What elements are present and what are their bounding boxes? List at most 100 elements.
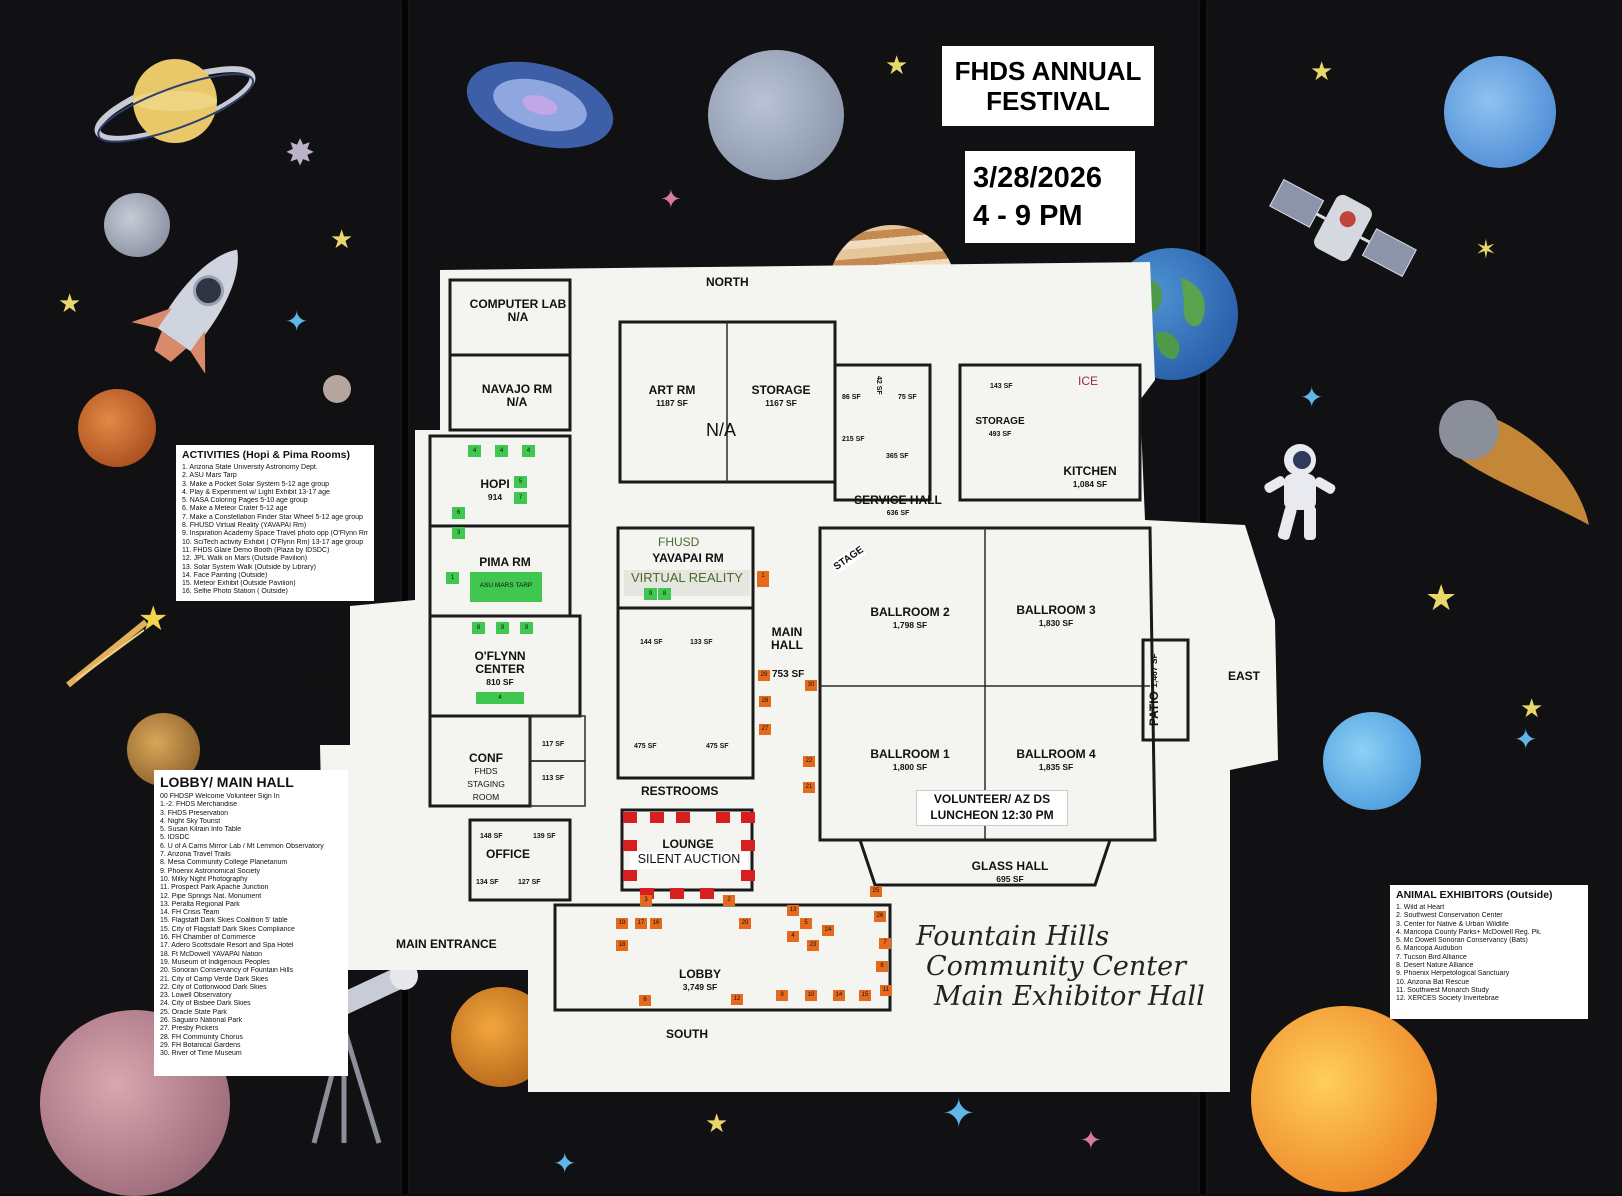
saturn-icon xyxy=(90,46,260,156)
booth-tag: 11 xyxy=(880,985,892,996)
list-item: 4. Night Sky Tourist xyxy=(160,817,221,825)
list-item: 9. Phoenix Astronomical Society xyxy=(160,867,260,875)
booth-tag: 19 xyxy=(616,918,628,929)
booth-tag: 4 xyxy=(787,931,799,942)
booth-tag: 13 xyxy=(787,905,799,916)
list-item: 22. City of Cottonwood Dark Skies xyxy=(160,983,267,991)
list-item: 4. Play & Experiment w/ Light Exhibit 13… xyxy=(182,488,330,496)
auction-tag xyxy=(650,812,664,823)
activity-tag: 7 xyxy=(514,492,527,504)
booth-tag: 6 xyxy=(639,995,651,1006)
uranus-icon xyxy=(1323,712,1421,810)
star-icon: ✦ xyxy=(942,1092,976,1136)
list-item: 9. Inspiration Academy Space Travel phot… xyxy=(182,530,368,538)
list-item: 9. Phoenix Herpetological Sanctuary xyxy=(1396,970,1510,978)
auction-tag xyxy=(741,870,755,881)
mercury-icon xyxy=(104,193,170,257)
booth-tag: 2 xyxy=(723,895,735,906)
restroom-sf: 475 SF xyxy=(634,743,657,750)
office-sf: 139 SF xyxy=(533,833,556,840)
list-item: 27. Presby Pickers xyxy=(160,1025,219,1033)
virtual-reality-tag: VIRTUAL REALITY xyxy=(624,570,750,596)
small-room-sf: 143 SF xyxy=(990,383,1013,390)
shooting-star-icon: ★ xyxy=(66,600,174,690)
list-item: 1. Arizona State University Astronomy De… xyxy=(182,464,318,471)
star-icon: ✦ xyxy=(285,306,309,337)
list-item: 8. Desert Nature Alliance xyxy=(1396,962,1474,970)
activity-tag: 6 xyxy=(452,507,465,519)
rocket-icon xyxy=(122,232,272,382)
list-item: 20. Sonoran Conservancy of Fountain Hill… xyxy=(160,967,294,975)
ice-label: ICE xyxy=(1078,374,1099,388)
patio: PATIO 1,467 SF xyxy=(1147,653,1161,727)
activity-tag: 8 xyxy=(658,588,671,600)
booth-tag: 15 xyxy=(859,990,871,1001)
booth-tag: 22 xyxy=(803,756,815,767)
star-icon: ✦ xyxy=(553,1148,577,1179)
event-datetime: 3/28/2026 4 - 9 PM xyxy=(965,151,1135,243)
silent-auction-tag: SILENT AUCTION xyxy=(630,852,748,869)
event-time: 4 - 9 PM xyxy=(973,200,1083,232)
booth-tag: 7 xyxy=(879,938,891,949)
auction-tag xyxy=(623,870,637,881)
booth-tag: 30 xyxy=(805,680,817,691)
list-item: 13. Solar System Walk (Outside by Librar… xyxy=(182,563,316,571)
list-item: 16. Selfie Photo Station ( Outside) xyxy=(182,588,288,596)
list-item: 3. Make a Pocket Solar System 5-12 age g… xyxy=(182,480,330,488)
sun-icon xyxy=(1251,1006,1437,1192)
auction-tag xyxy=(716,812,730,823)
conf-side-sf: 113 SF xyxy=(542,775,565,782)
list-item: 12. XERCES Society Invertebrae xyxy=(1396,995,1499,1003)
activity-tag: 3 xyxy=(452,527,465,539)
list-item: 6. Maricopa Audubon xyxy=(1396,945,1463,953)
neptune-icon xyxy=(1444,56,1556,168)
list-item: 21. City of Camp Verde Dark Skies xyxy=(160,975,269,983)
lobby-main-hall-list: LOBBY/ MAIN HALL 00 FHDSP Welcome Volunt… xyxy=(154,770,348,1076)
auction-tag xyxy=(741,840,755,851)
booth-tag: 8 xyxy=(876,961,888,972)
star-icon: ✶ xyxy=(1475,234,1497,264)
svg-text:★: ★ xyxy=(138,600,168,638)
booth-tag: 20 xyxy=(739,918,751,929)
pluto-icon xyxy=(323,375,351,403)
booth-tag: 12 xyxy=(731,994,743,1005)
list-item: 7. Tucson Bird Alliance xyxy=(1396,953,1467,961)
main-entrance: MAIN ENTRANCE xyxy=(396,937,497,951)
list-item: 11. Prospect Park Apache Junction xyxy=(160,884,269,892)
list-item: 15. City of Flagstaff Dark Skies Complia… xyxy=(160,925,295,933)
list-item: 10. SciTech activity Exhibit ( O'Flynn R… xyxy=(182,538,364,546)
compass-south: SOUTH xyxy=(666,1027,708,1041)
room-yavapai: YAVAPAI RM xyxy=(652,551,724,565)
list-item: 24. City of Bisbee Dark Skies xyxy=(160,1000,251,1008)
title-line-1: FHDS ANNUAL xyxy=(954,56,1142,86)
activity-tag: 4 xyxy=(476,692,524,704)
activity-tag: 4 xyxy=(468,445,481,457)
auction-tag xyxy=(741,812,755,823)
list-item: 5. IDSDC xyxy=(160,834,190,842)
auction-tag xyxy=(676,812,690,823)
animal-list-title: ANIMAL EXHIBITORS (Outside) xyxy=(1396,889,1553,901)
activity-tag: 9 xyxy=(496,622,509,634)
list-item: 11. FHDS Glare Demo Booth (Plaza by IDSD… xyxy=(182,546,330,554)
restroom-sf: 144 SF xyxy=(640,639,663,646)
booth-tag: 18 xyxy=(616,940,628,951)
star-icon: ★ xyxy=(1520,693,1544,723)
auction-tag xyxy=(670,888,684,899)
booth-tag: 29 xyxy=(758,670,770,681)
booth-tag: 27 xyxy=(759,724,771,735)
satellite-icon xyxy=(1268,158,1418,298)
galaxy-icon xyxy=(460,55,620,155)
office-label: OFFICE xyxy=(486,847,530,861)
booth-tag: 14 xyxy=(833,990,845,1001)
star-icon: ★ xyxy=(885,50,909,80)
list-item: 15. Flagstaff Dark Skies Coalition 5' ta… xyxy=(160,917,288,925)
